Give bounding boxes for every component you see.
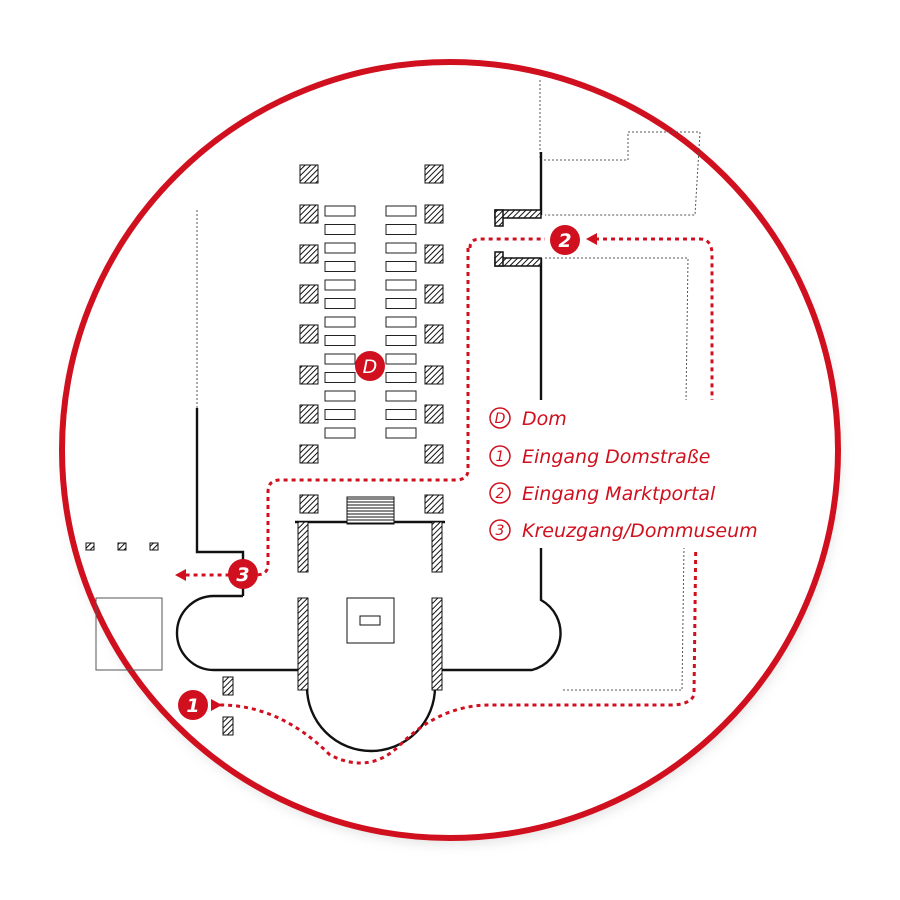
nave-pillar: [299, 244, 319, 264]
choir-area: [297, 496, 443, 691]
marker-2-number: 2: [558, 230, 571, 252]
pew: [385, 427, 417, 439]
route-marktportal: [595, 237, 714, 420]
arrow-3: [175, 569, 186, 581]
marker-dom-letter: D: [363, 356, 378, 378]
pew: [385, 224, 417, 235]
marker-1-number: 1: [186, 695, 199, 717]
pew: [324, 224, 356, 235]
legend-label: Eingang Marktportal: [522, 483, 716, 505]
legend-item-entrance-2: 2 Eingang Marktportal: [489, 482, 716, 505]
pew: [324, 279, 356, 291]
legend-label: Eingang Domstraße: [522, 446, 710, 468]
nave-pillar: [299, 204, 319, 224]
nave-pillar: [424, 444, 444, 464]
pew: [324, 205, 356, 217]
map-circle-border: [59, 59, 841, 841]
legend-symbol: 3: [496, 523, 505, 539]
nave-pillar: [424, 244, 444, 264]
arrow-2: [586, 233, 597, 245]
cloister-building: [95, 597, 163, 671]
nave-pillar: [299, 324, 319, 344]
nave-pillar: [424, 404, 444, 424]
marker-dom: D: [355, 351, 385, 381]
marker-3-number: 3: [236, 564, 249, 586]
nave-pillar: [299, 444, 319, 464]
pew: [324, 335, 356, 346]
legend-label: Kreuzgang/Dommuseum: [522, 520, 758, 542]
pew: [324, 372, 356, 383]
nave-pillar: [424, 164, 444, 184]
pew: [385, 205, 417, 217]
pew: [324, 242, 356, 254]
pew: [324, 261, 356, 272]
cloister-pillars: [85, 542, 159, 551]
nave-pillar: [424, 324, 444, 344]
pew: [385, 298, 417, 309]
nave-pillar: [424, 204, 444, 224]
legend-symbol: 1: [496, 449, 505, 465]
pews: [324, 205, 417, 439]
nave-pillar: [299, 404, 319, 424]
nave-pillar: [299, 494, 319, 514]
pew: [324, 298, 356, 309]
pew: [324, 427, 356, 439]
nave-pillars: [299, 164, 444, 514]
legend-label: Dom: [522, 408, 567, 430]
map-circle-background: [62, 62, 838, 838]
pew: [385, 409, 417, 420]
marker-entrance-3: 3: [228, 559, 258, 589]
marker-entrance-2: 2: [550, 225, 580, 255]
pew: [385, 390, 417, 402]
cathedral-walls: [175, 152, 562, 753]
pew: [324, 353, 356, 365]
map-legend: D Dom 1 Eingang Domstraße 2 Eingang Mark…: [482, 400, 780, 548]
pew: [385, 335, 417, 346]
legend-item-entrance-1: 1 Eingang Domstraße: [489, 445, 710, 468]
pew: [385, 279, 417, 291]
pew: [385, 353, 417, 365]
pew: [385, 372, 417, 383]
pew: [385, 316, 417, 328]
route-kreuzgang: [182, 237, 545, 577]
marker-entrance-1: 1: [178, 690, 208, 720]
nave-pillar: [424, 284, 444, 304]
arrow-1: [211, 699, 222, 711]
legend-symbol: D: [495, 411, 506, 427]
nave-pillar: [299, 365, 319, 385]
nave-pillar: [299, 164, 319, 184]
route-main: [219, 439, 699, 765]
nave-pillar: [424, 365, 444, 385]
portal-walls: [222, 209, 542, 736]
legend-symbol: 2: [496, 486, 505, 502]
pew: [324, 409, 356, 420]
legend-item-entrance-3: 3 Kreuzgang/Dommuseum: [489, 519, 758, 542]
pew: [385, 242, 417, 254]
nave-pillar: [299, 284, 319, 304]
route-paths: [182, 237, 714, 765]
legend-item-dom: D Dom: [489, 407, 567, 430]
nave-pillar: [424, 494, 444, 514]
pew: [324, 390, 356, 402]
pew: [385, 261, 417, 272]
pew: [324, 316, 356, 328]
